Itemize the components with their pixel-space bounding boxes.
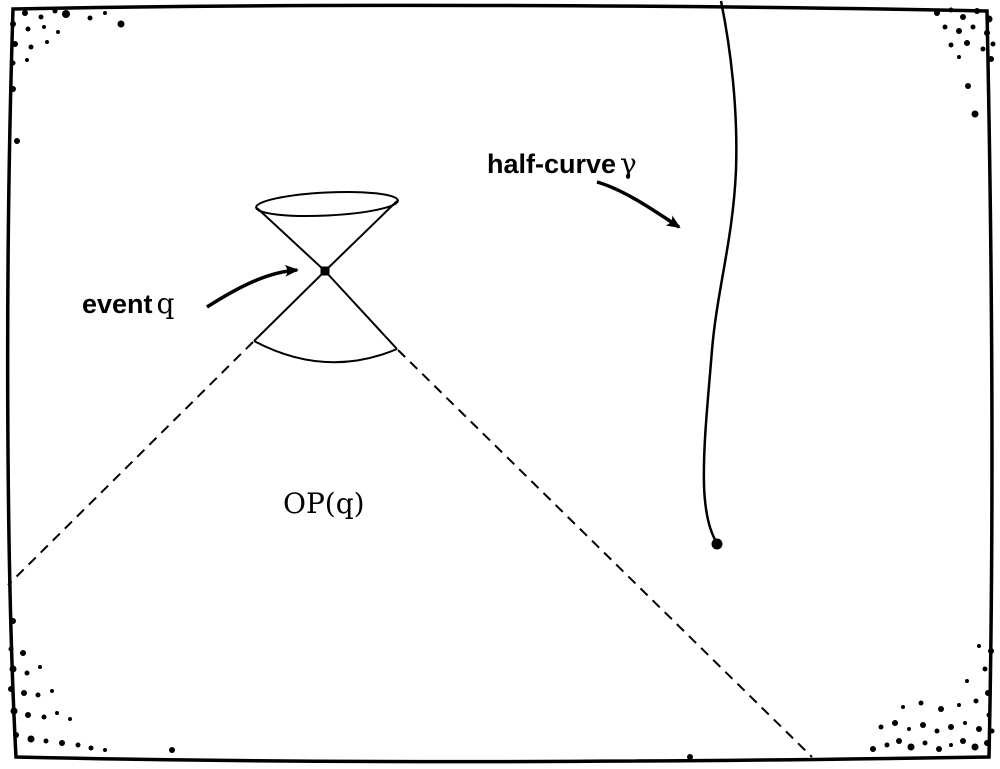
light-cone <box>253 191 399 364</box>
event-label: event q <box>82 287 175 320</box>
half-curve-label: half-curve γ <box>487 147 637 180</box>
half-curve-label-symbol: γ <box>620 147 637 180</box>
event-label-word: event <box>82 289 153 319</box>
cone-upper-left-edge <box>256 207 326 272</box>
half-curve <box>702 0 738 544</box>
cone-bottom-arc <box>253 340 398 364</box>
border-frame <box>5 3 994 764</box>
half-curve-endpoint <box>711 538 723 550</box>
cone-lower-right-edge <box>324 270 398 350</box>
corner-dots-top-right <box>934 7 996 118</box>
dashed-boundary-left <box>7 341 254 586</box>
cone-lower-left-edge <box>253 270 326 342</box>
op-region-label: OP(q) <box>283 487 365 520</box>
half-curve-arrow <box>596 180 681 229</box>
corner-dots-top-left <box>10 8 125 144</box>
event-label-symbol: q <box>157 287 175 320</box>
half-curve-label-word: half-curve <box>487 149 616 179</box>
dashed-boundary-right <box>397 349 813 758</box>
event-point <box>320 266 330 276</box>
corner-dots-bottom-left <box>8 618 175 753</box>
corner-dots-bottom-right <box>687 644 995 760</box>
cone-upper-right-edge <box>324 200 398 272</box>
event-arrow <box>206 264 299 309</box>
cone-top-ellipse <box>255 191 399 217</box>
